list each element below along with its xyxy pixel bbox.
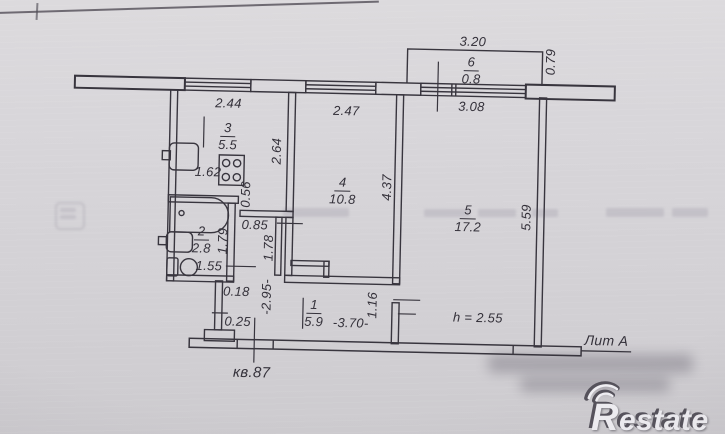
wall-hall-room5 <box>390 301 400 345</box>
stove <box>217 154 246 187</box>
wall-hall-left <box>213 280 224 331</box>
wall-room4-room5 <box>391 94 405 285</box>
dim-room5-depth: 5.59 <box>518 204 534 231</box>
wall-passage <box>239 209 294 219</box>
wall-bath-bottom <box>165 274 235 283</box>
washbasin <box>165 231 194 253</box>
dimension-leaders <box>202 61 440 363</box>
wall-segment <box>374 81 422 96</box>
dim-wall-025: 0.25 <box>224 313 252 330</box>
room-area: 5.5 <box>217 136 238 153</box>
room-area: 17.2 <box>454 219 482 235</box>
room-label-2: 2 2.8 <box>191 223 212 256</box>
room-area: 5.9 <box>304 313 324 330</box>
dim-balcony-window: 3.08 <box>458 98 485 115</box>
dim-balcony-width: 3.20 <box>459 33 487 50</box>
room-number: 1 <box>306 297 322 314</box>
wall-right <box>533 97 548 348</box>
restate-logo-arcs <box>584 381 620 403</box>
room-label-3: 3 5.5 <box>217 120 238 153</box>
wall-bar-left <box>73 74 187 92</box>
wall-kitchen-room4 <box>285 91 297 213</box>
dim-toilet: 1.55 <box>195 257 223 274</box>
washbasin-tap <box>157 235 168 246</box>
toilet <box>166 257 199 277</box>
kitchen-window <box>184 77 252 93</box>
room-label-1: 1 5.9 <box>304 297 324 330</box>
balcony-outline <box>406 48 544 86</box>
ceiling-height: h = 2.55 <box>452 309 503 326</box>
kitchen-fixtures <box>161 142 246 187</box>
dim-room4-depth: 4.37 <box>378 174 395 201</box>
room-area: 2.8 <box>191 240 211 256</box>
dim-kitchen-depth: 2.64 <box>268 137 285 165</box>
room-area: 0.8 <box>461 71 481 87</box>
dim-wall-018: 0.18 <box>222 283 250 300</box>
watermark-band <box>0 196 725 236</box>
restate-logo: Restate <box>575 378 725 434</box>
outer-wall-top <box>73 74 616 102</box>
wall-kitchen-bottom <box>167 194 240 205</box>
dim-room4-width: 2.47 <box>332 102 360 119</box>
wall-hall-top <box>283 274 401 286</box>
wall-segment <box>249 78 307 94</box>
dim-kitchen-width: 2.44 <box>215 95 242 111</box>
room4-window <box>304 80 377 95</box>
watermark-smudge <box>488 354 693 373</box>
dim-balcony-depth: 0.79 <box>542 48 559 76</box>
room-number: 2 <box>193 223 210 241</box>
apartment-number: кв.87 <box>232 363 271 382</box>
room-label-6: 6 0.8 <box>461 54 481 87</box>
bathtub-drain <box>178 209 185 217</box>
bathtub <box>168 196 230 234</box>
dim-niche: 0.56 <box>237 181 254 208</box>
room-number: 4 <box>334 174 351 192</box>
dim-hall-wall: 1.78 <box>260 234 277 262</box>
litera-baseline <box>581 350 632 353</box>
room-label-5: 5 17.2 <box>454 202 482 235</box>
room-label-4: 4 10.8 <box>328 174 356 207</box>
outer-wall-bottom <box>188 328 632 357</box>
dim-bath-depth: 1.79 <box>214 227 231 255</box>
room-number: 5 <box>460 202 477 219</box>
wall-hall-thick-b <box>283 216 294 277</box>
room-area: 10.8 <box>328 191 356 207</box>
wall-bar-right <box>524 83 616 102</box>
room-number: 3 <box>219 120 236 137</box>
dim-hall-opening: 0.85 <box>241 216 269 233</box>
room-number: 6 <box>463 54 480 72</box>
kitchen-sink-tap <box>161 149 172 161</box>
dim-hall-door: 1.16 <box>364 291 380 319</box>
bathroom-fixtures <box>157 196 230 277</box>
entry-step <box>203 328 236 342</box>
closet-right <box>322 260 330 279</box>
kitchen-sink <box>168 142 200 172</box>
litera-label: Лит А <box>584 331 629 349</box>
dim-hall-width: -2.95- <box>258 278 275 315</box>
dim-kitchen-fixture: 1.62 <box>194 163 222 180</box>
restate-logo-text: Restate <box>591 397 709 434</box>
